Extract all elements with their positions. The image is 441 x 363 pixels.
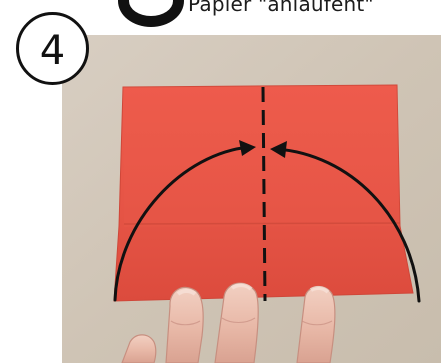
folding-illustration xyxy=(62,35,441,363)
step-badge-icon: 4 xyxy=(16,12,89,85)
header-text: Papier "anlaufent" xyxy=(188,0,374,14)
partial-logo-icon xyxy=(118,0,184,27)
folding-photo xyxy=(62,35,441,363)
step-number: 4 xyxy=(40,31,65,71)
paper-highlight xyxy=(123,85,400,227)
